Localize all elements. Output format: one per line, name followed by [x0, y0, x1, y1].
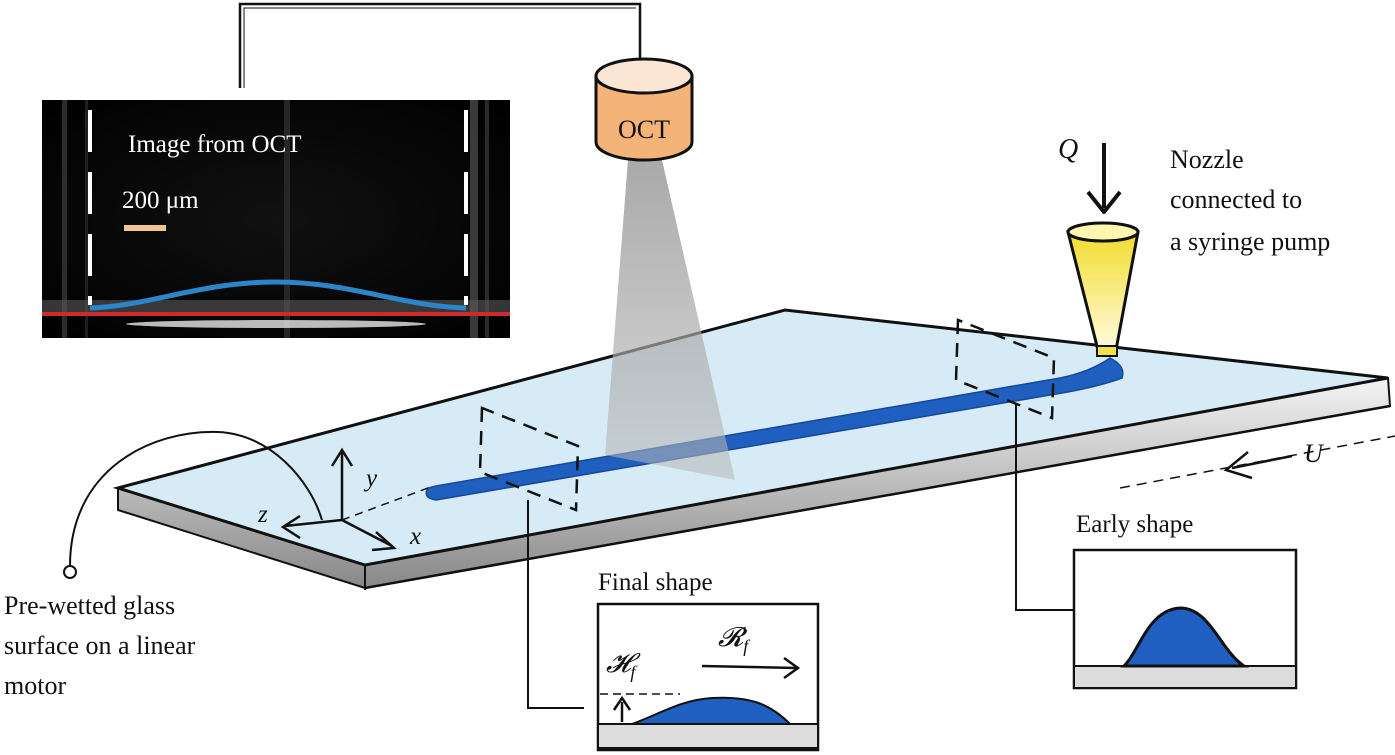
final-shape-connector: [527, 500, 584, 709]
early-shape-profile: [1120, 606, 1249, 668]
oct-image-panel: Image from OCT 200 μm: [42, 100, 510, 338]
liquid-rivulet: [425, 357, 1124, 501]
early-shape-section-frame: [954, 318, 1056, 420]
glass-slide: [112, 308, 1392, 590]
z-axis-label: z: [257, 501, 268, 528]
final-shape-inset: Final shape 𝓗f 𝓡f: [596, 569, 820, 752]
coordinate-axes: y x z: [257, 447, 429, 552]
final-shape-section-frame: [478, 406, 580, 512]
oct-profile-line: [89, 279, 467, 311]
oct-image-title: Image from OCT: [128, 131, 302, 158]
scale-bar-label: 200 μm: [122, 187, 199, 214]
x-axis-label: x: [409, 523, 421, 550]
glass-label: Pre-wetted glass surface on a linear mot…: [4, 591, 202, 700]
velocity-indicator: U: [1119, 435, 1395, 489]
final-shape-profile: [631, 696, 793, 725]
y-axis-label: y: [363, 465, 378, 492]
final-shape-title: Final shape: [598, 569, 713, 596]
connection-wire: [238, 2, 642, 88]
velocity-symbol: U: [1304, 439, 1325, 468]
oct-device: OCT: [594, 57, 694, 162]
glass-pointer-line: [69, 430, 323, 567]
early-shape-connector: [1015, 404, 1074, 611]
oct-device-label: OCT: [618, 115, 670, 144]
flow-rate-symbol: Q: [1058, 134, 1078, 165]
nozzle: Q: [1058, 134, 1140, 357]
nozzle-label: Nozzle connected to a syringe pump: [1170, 145, 1330, 256]
early-shape-inset: Early shape: [1072, 511, 1298, 690]
early-shape-title: Early shape: [1076, 511, 1193, 538]
radius-symbol: 𝓡f: [718, 622, 751, 656]
scale-bar: [124, 225, 166, 231]
oct-beam: [605, 160, 735, 480]
